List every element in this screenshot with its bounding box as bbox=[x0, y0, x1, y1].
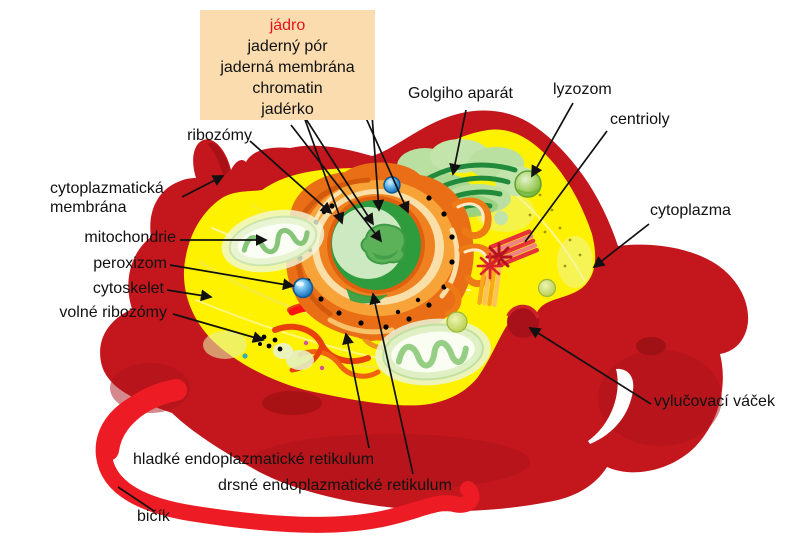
centriole-star bbox=[476, 252, 504, 280]
line-centrioly bbox=[524, 130, 608, 243]
pale-patch bbox=[203, 331, 247, 359]
label-golgi: Golgiho aparát bbox=[408, 85, 513, 102]
flagellum bbox=[95, 379, 480, 533]
line-bicik bbox=[117, 486, 155, 512]
line-volne-ribozomy bbox=[172, 313, 265, 343]
label-jaderna-membrana: jaderná membrána bbox=[220, 59, 355, 76]
line-cytoplazmaticka-membrana bbox=[181, 175, 225, 198]
label-jaderny-por: jaderný pór bbox=[247, 38, 328, 55]
pale-patch bbox=[557, 236, 593, 288]
label-drsne-er: drsné endoplazmatické retikulum bbox=[218, 477, 452, 494]
line-vylucovaci-vacek bbox=[528, 327, 652, 405]
label-volne-ribozomy: volné ribozómy bbox=[59, 304, 167, 321]
label-bicik: bičík bbox=[137, 508, 170, 525]
label-peroxizom: peroxizom bbox=[93, 255, 167, 272]
membrane-dark-spot bbox=[262, 391, 322, 415]
label-cytoplazmaticka-membrana: cytoplazmatická membrána bbox=[50, 180, 164, 216]
line-hladke-er bbox=[342, 332, 370, 449]
line-drsne-er bbox=[369, 292, 414, 475]
label-cytoplazma: cytoplazma bbox=[650, 202, 731, 219]
label-lyzozom: lyzozom bbox=[553, 81, 612, 98]
label-chromatin: chromatin bbox=[252, 80, 323, 97]
label-mitochondrie: mitochondrie bbox=[84, 229, 176, 246]
line-chromatin bbox=[298, 107, 374, 226]
membrane-dark-spot bbox=[636, 337, 666, 355]
line-ribozomy bbox=[249, 140, 333, 215]
label-jadro: jádro bbox=[269, 17, 306, 34]
line-lyzozom bbox=[531, 102, 574, 178]
peroxisome bbox=[292, 277, 314, 299]
line-cytoplazma bbox=[592, 223, 650, 269]
vesicle-pale bbox=[273, 343, 293, 359]
label-ribozomy: ribozómy bbox=[187, 127, 252, 144]
vesicle-green bbox=[446, 311, 468, 333]
line-golgi bbox=[449, 109, 467, 176]
vesicle-green bbox=[537, 278, 557, 298]
nucleus-label-box: jádro jaderný pór jaderná membrána chrom… bbox=[200, 10, 375, 120]
lysosome bbox=[514, 170, 542, 198]
membrane-notch bbox=[588, 368, 634, 444]
membrane-flap-shade bbox=[207, 142, 230, 176]
mitochondrion-left bbox=[221, 209, 325, 273]
centrioles bbox=[476, 229, 539, 307]
line-peroxizom bbox=[169, 264, 295, 291]
label-cytoskelet: cytoskelet bbox=[92, 280, 164, 297]
label-hladke-er: hladké endoplazmatické retikulum bbox=[133, 451, 375, 468]
line-jaderko bbox=[290, 124, 383, 243]
label-vylucovaci-vacek: vylučovací váček bbox=[654, 393, 775, 410]
secretory-vesicle bbox=[506, 304, 540, 338]
vesicle-pale bbox=[286, 350, 314, 370]
label-jaderko: jadérko bbox=[261, 101, 314, 118]
mitochondrion-bottom bbox=[375, 318, 491, 386]
line-cytoskelet bbox=[166, 289, 213, 302]
membrane-shade-bottom bbox=[250, 434, 530, 490]
label-centrioly: centrioly bbox=[610, 111, 670, 128]
